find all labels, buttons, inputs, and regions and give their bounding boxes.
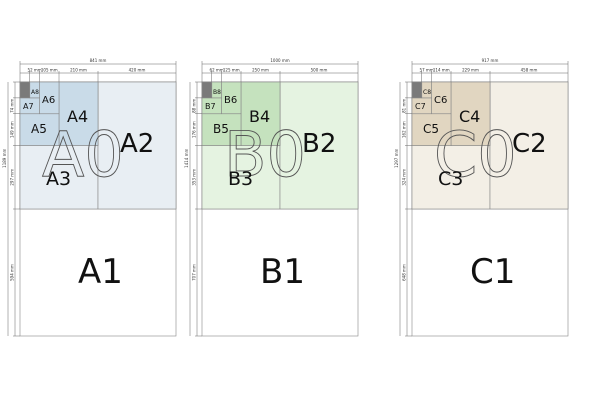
label-b5: B5 — [213, 122, 229, 136]
dim-h1: 707 mm — [192, 264, 197, 281]
dim-w6: 210 mm — [70, 68, 87, 73]
dim-h3: 353 mm — [192, 169, 197, 186]
label-c7: C7 — [415, 102, 426, 111]
sheet-a4 — [58, 81, 99, 146]
label-b3: B3 — [228, 168, 253, 190]
label-c1: C1 — [470, 252, 515, 292]
dim-w8: 57 mm — [420, 68, 434, 73]
dim-total-height: 1297 mm — [394, 148, 399, 167]
label-c3: C3 — [438, 168, 463, 190]
label-b0: B0 — [224, 118, 306, 191]
dim-h1: 594 mm — [10, 264, 15, 281]
dim-w8: 52 mm — [28, 68, 42, 73]
sheet-a5 — [19, 113, 60, 146]
label-a6: A6 — [42, 95, 55, 106]
dim-w7: 114 mm — [433, 68, 450, 73]
dim-w4: 458 mm — [521, 68, 538, 73]
label-c8: C8 — [423, 89, 431, 96]
dim-w6: 229 mm — [462, 68, 479, 73]
dim-h3: 297 mm — [10, 169, 15, 186]
label-b8: B8 — [213, 89, 221, 96]
dim-h1: 648 mm — [402, 264, 407, 281]
label-a8: A8 — [31, 89, 39, 96]
label-b6: B6 — [224, 95, 237, 106]
dim-total-width: 917 mm — [482, 58, 499, 63]
label-b4: B4 — [249, 107, 270, 126]
label-c5: C5 — [423, 122, 439, 136]
label-b1: B1 — [260, 252, 305, 292]
label-a1: A1 — [78, 252, 123, 292]
sheet-c2 — [489, 81, 569, 210]
dim-w6: 250 mm — [252, 68, 269, 73]
sheet-c4 — [450, 81, 491, 146]
sheet-a2 — [97, 81, 177, 210]
dim-w8: 62 mm — [210, 68, 224, 73]
dim-total-width: 841 mm — [90, 58, 107, 63]
dim-w7: 105 mm — [41, 68, 58, 73]
sheet-c5 — [411, 113, 452, 146]
label-c2: C2 — [512, 129, 547, 159]
label-c0: C0 — [434, 118, 517, 191]
sheet-corner — [411, 81, 423, 99]
sheet-corner — [19, 81, 31, 99]
dim-w4: 500 mm — [311, 68, 328, 73]
dim-h7: 88 mm — [192, 99, 197, 113]
label-b2: B2 — [302, 129, 336, 159]
dim-w7: 125 mm — [223, 68, 240, 73]
label-a3: A3 — [46, 168, 71, 190]
label-a4: A4 — [67, 107, 88, 126]
sheet-b5 — [201, 113, 242, 146]
label-c4: C4 — [459, 107, 480, 126]
dim-total-height: 1414 mm — [184, 148, 189, 167]
label-c6: C6 — [434, 95, 447, 106]
dim-w4: 420 mm — [129, 68, 146, 73]
label-a0: A0 — [42, 118, 124, 191]
label-b7: B7 — [205, 102, 216, 111]
dim-h5: 149 mm — [10, 121, 15, 138]
dim-total-width: 1000 mm — [270, 58, 289, 63]
sheet-corner — [201, 81, 213, 99]
dim-h7: 81 mm — [402, 99, 407, 113]
label-a7: A7 — [23, 102, 34, 111]
dim-h3: 324 mm — [402, 169, 407, 186]
dim-h5: 176 mm — [192, 121, 197, 138]
dim-h5: 162 mm — [402, 121, 407, 138]
dim-h7: 74 mm — [10, 99, 15, 113]
label-a5: A5 — [31, 122, 47, 136]
dim-total-height: 1189 mm — [2, 148, 7, 167]
sheet-b2 — [279, 81, 359, 210]
sheet-b4 — [240, 81, 281, 146]
label-a2: A2 — [120, 129, 154, 159]
